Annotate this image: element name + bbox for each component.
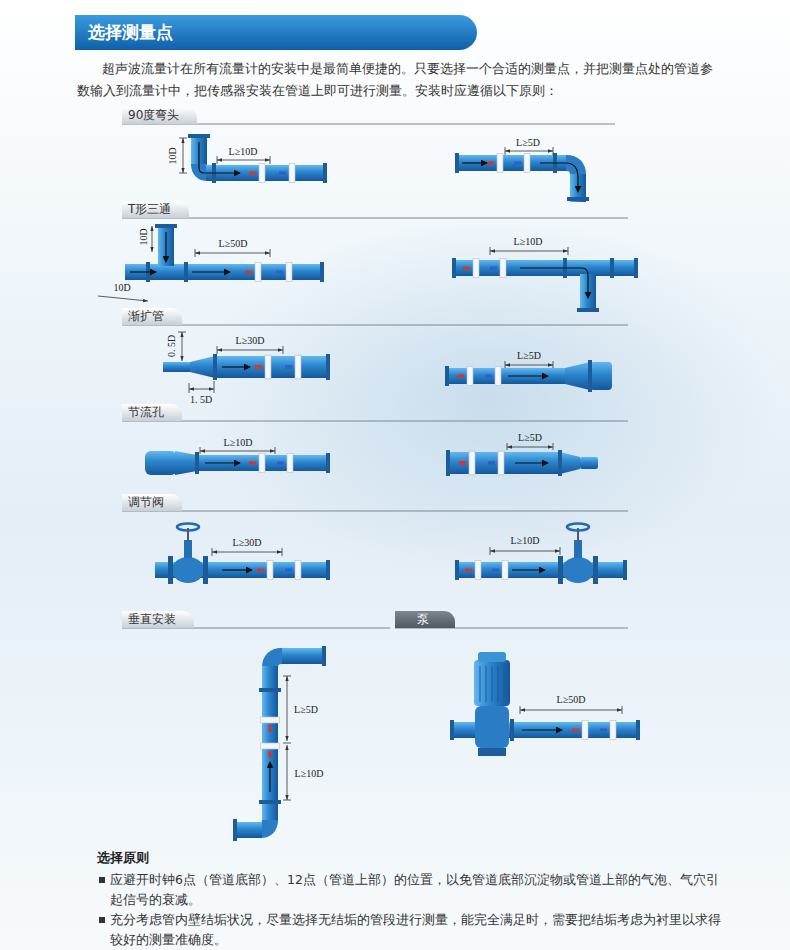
elbow-right [455,147,589,202]
expander-left [163,332,330,393]
dimension-label: 10D [138,228,149,245]
tee-right [452,247,638,312]
intro-text: 超声波流量计在所有流量计的安装中是最简单便捷的。只要选择一个合适的测量点，并把测… [77,58,717,102]
dimension-label: L≥30D [236,335,265,346]
valve-left [155,524,330,585]
section-tab: T形三通 [122,201,189,218]
orifice-right [446,443,598,476]
tab-label: 渐扩管 [128,309,164,323]
expander-right [445,360,612,392]
dimension-label: L≥10D [511,535,540,546]
dimension-label: L≥30D [233,537,262,548]
tab-label: 调节阀 [128,495,164,509]
tab-label: 垂直安装 [128,612,176,626]
dimension-label: 10D [113,282,130,293]
dimension-label: 0. 5D [166,335,177,357]
section-rules [122,124,628,628]
dimension-label: L≥50D [219,238,248,249]
tee-left [98,224,324,301]
bullet-text: 充分考虑管内壁结垢状况，尽量选择无结垢的管段进行测量，能完全满足时，需要把结垢考… [110,910,725,950]
tab-label: 节流孔 [128,405,164,419]
dimension-label: L≥5D [516,137,540,148]
bullet-square [99,877,105,883]
section-tab: 垂直安装 [122,611,194,628]
bullet-text: 应避开时钟6点（管道底部）、12点（管道上部）的位置，以免管道底部沉淀物或管道上… [110,870,725,910]
title-band: 选择测量点 [75,15,477,50]
elbow-left [179,134,327,183]
section-tab: 渐扩管 [122,308,182,325]
dimension-label: 1. 5D [190,394,212,405]
dimension-label: L≥50D [557,694,586,705]
page-title: 选择测量点 [88,22,173,43]
dimension-label: L≥10D [224,437,253,448]
dimension-label: L≥10D [229,146,258,157]
dimension-label: L≥10D [514,236,543,247]
pump-tab: 泵 [395,611,455,628]
dimension-label: L≥10D [295,768,324,779]
tab-label: T形三通 [128,202,171,216]
dimension-label: 10D [167,147,178,164]
dimension-label: L≥5D [517,350,541,361]
tab-label: 90度弯头 [128,108,179,122]
section-tab: 90度弯头 [122,107,197,124]
section-tab: 节流孔 [122,404,182,421]
tab-label: 泵 [417,612,429,626]
section-heading: 选择原则 [97,849,297,867]
dimension-label: L≥5D [294,704,318,715]
valve-right [455,524,627,585]
pump [450,652,640,756]
section-tab: 调节阀 [122,494,182,511]
orifice-left [145,447,330,475]
dimension-label: L≥5D [518,432,542,443]
bullet-square [99,917,105,923]
vertical-pipe [233,646,326,841]
